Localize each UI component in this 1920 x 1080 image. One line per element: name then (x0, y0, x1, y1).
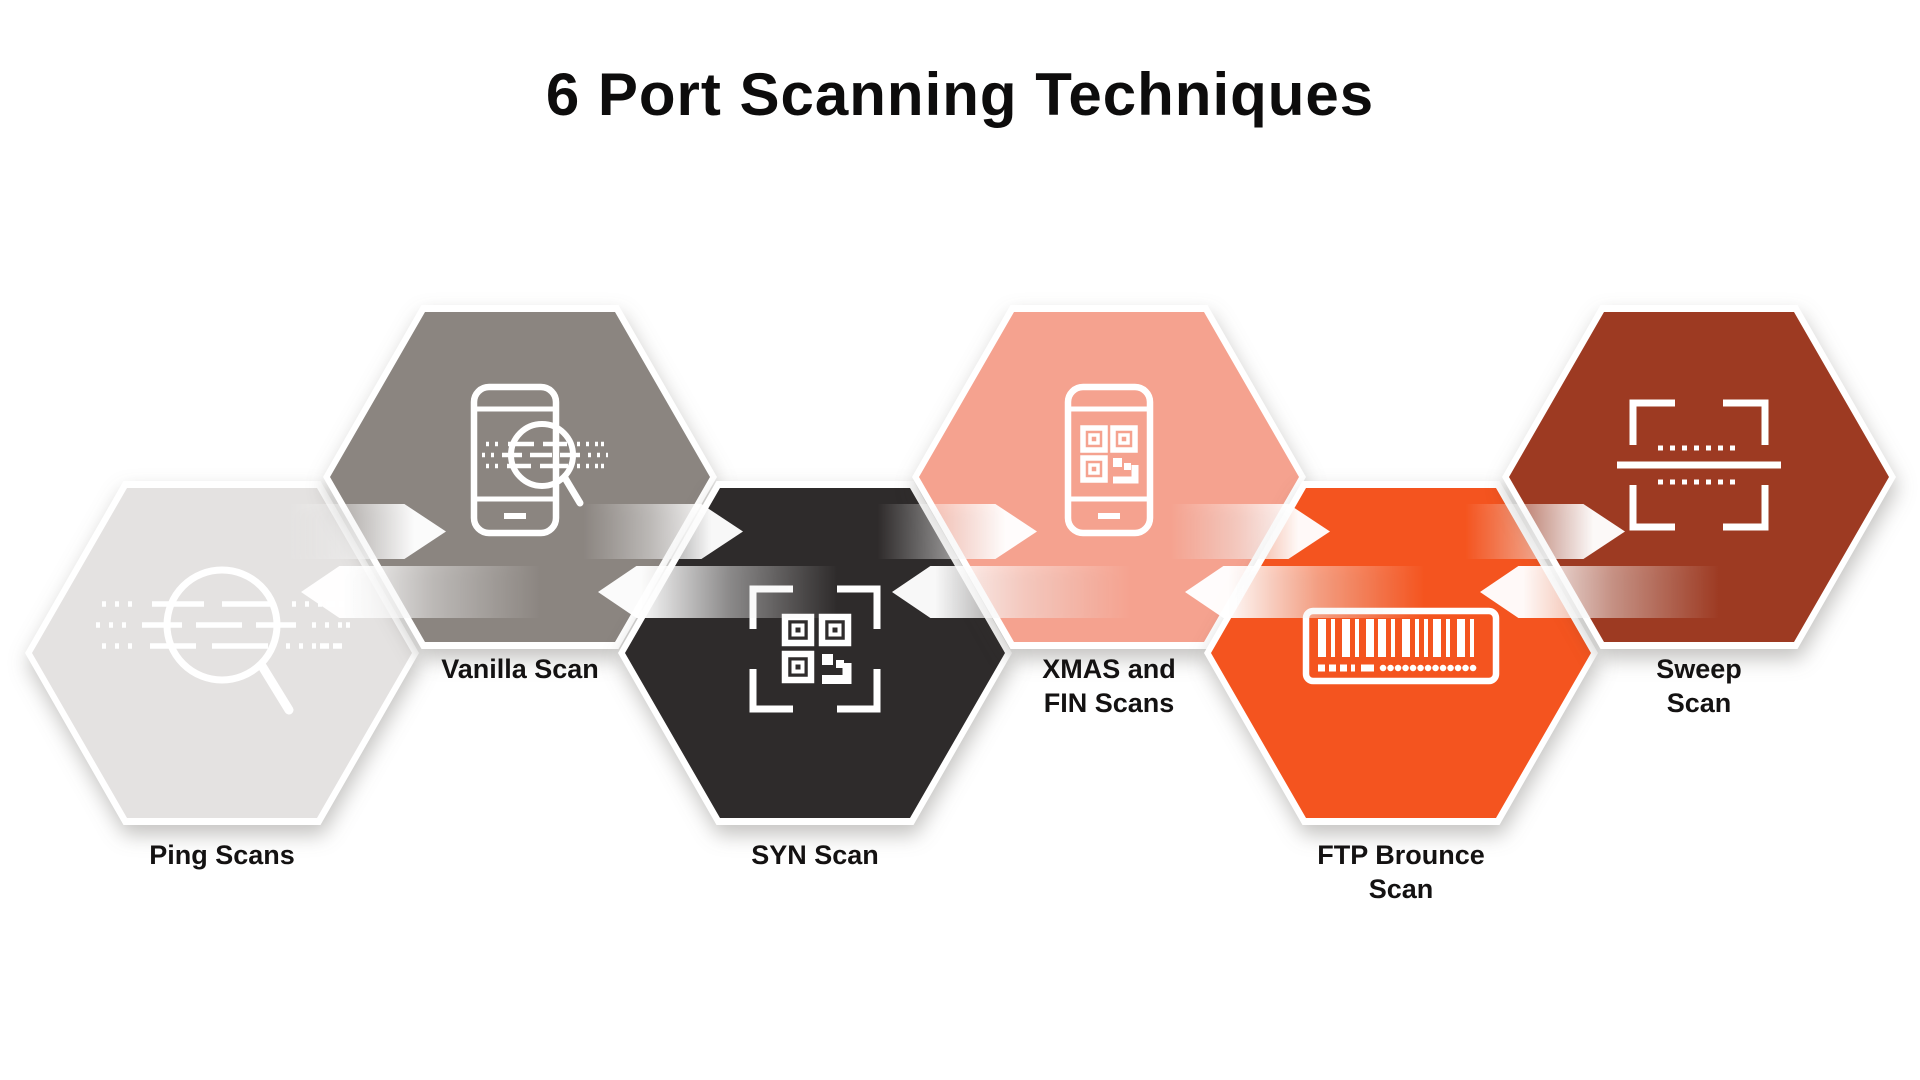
step-label-line: SYN Scan (751, 840, 879, 870)
step-label-line: Ping Scans (149, 840, 295, 870)
step-label-sweep-scan: Sweep Scan (1502, 652, 1896, 720)
barcode-icon (1302, 607, 1500, 685)
ribbon-arrow-left-3 (892, 566, 1132, 618)
step-label-line: Vanilla Scan (441, 654, 599, 684)
step-label-line: FTP Brounce (1317, 840, 1485, 870)
step-label-syn-scan: SYN Scan (618, 838, 1012, 872)
ribbon-arrow-left-1 (301, 566, 541, 618)
ribbon-arrow-left-5 (1480, 566, 1720, 618)
search-scan-icon (96, 566, 350, 715)
ribbon-arrow-left-2 (598, 566, 838, 618)
ribbon-arrow-left-4 (1185, 566, 1425, 618)
step-label-xmas-fin-scans: XMAS and FIN Scans (912, 652, 1306, 720)
qr-scan-frame-icon (749, 585, 881, 713)
step-label-line: Scan (1666, 688, 1732, 718)
step-label-line: XMAS and (1042, 654, 1176, 684)
step-label-line: Sweep (1656, 654, 1742, 684)
step-label-ftp-brounce-scan: FTP Brounce Scan (1204, 838, 1598, 906)
phone-search-icon (470, 383, 608, 537)
step-label-line: Scan (1368, 874, 1434, 904)
step-label-line: FIN Scans (1043, 688, 1175, 718)
step-label-vanilla-scan: Vanilla Scan (323, 652, 717, 686)
phone-qr-icon (1064, 383, 1154, 537)
page-title: 6 Port Scanning Techniques (545, 61, 1375, 128)
step-label-ping-scans: Ping Scans (25, 838, 419, 872)
scan-frame-icon (1617, 399, 1781, 531)
